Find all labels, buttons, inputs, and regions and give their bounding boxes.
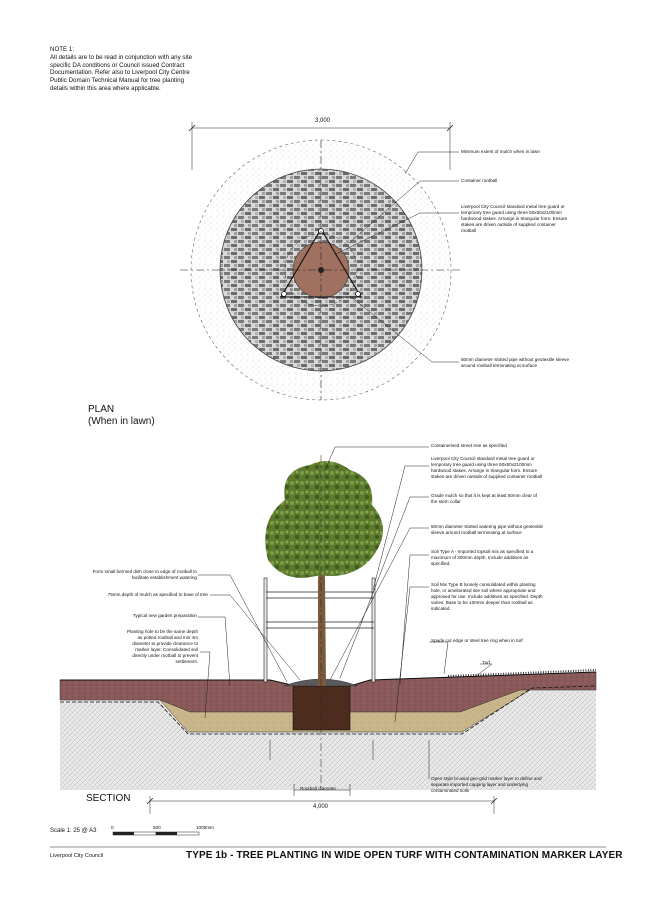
council-name: Liverpool City Council bbox=[50, 853, 104, 859]
plan-callout-tree-guard: Liverpool City Council standard metal tr… bbox=[461, 204, 568, 233]
section-callout-turf: Turf bbox=[482, 660, 490, 665]
scale-tick-1000: 1000mm bbox=[196, 825, 214, 830]
stake-icon bbox=[355, 291, 361, 297]
tree-canopy bbox=[265, 461, 384, 578]
plan-callout-rootball: Container rootball bbox=[461, 178, 498, 183]
section-callout-spade-edge: Spade cut edge or steel tree ring when i… bbox=[431, 638, 523, 643]
plan-dimension: 3,000 bbox=[315, 118, 331, 124]
stake-icon bbox=[281, 291, 287, 297]
turf bbox=[447, 669, 597, 677]
section-callout-watering-pipe: 50mm diameter slotted watering pipe with… bbox=[431, 524, 544, 535]
scale-tick-0: 0 bbox=[111, 825, 114, 830]
section-view bbox=[50, 446, 606, 848]
soil-mix-b bbox=[159, 689, 531, 733]
contaminated-soil bbox=[60, 688, 596, 790]
section-callout-planting-hole: Planting hole to be the same depth as po… bbox=[127, 629, 198, 664]
scale-tick-500: 500 bbox=[153, 825, 161, 830]
stake bbox=[371, 577, 376, 683]
section-callout-street-tree: Containerised street tree as specified bbox=[431, 443, 507, 448]
stake bbox=[263, 577, 268, 683]
section-callout-soil-b: Soil Mix Type B loosely consolidated wit… bbox=[431, 582, 543, 611]
section-dimension: 4,000 bbox=[313, 804, 329, 810]
geo-grid-marker bbox=[60, 685, 597, 735]
general-note: NOTE 1: All details are to be read in co… bbox=[50, 46, 193, 92]
section-callout-garden-prep: Typical new garden preparation bbox=[132, 613, 197, 618]
section-callout-geo-grid: Open style bi-axial geo-grid marker laye… bbox=[431, 776, 542, 793]
section-callout-mulch-grade: Grade mulch so that it is kept at least … bbox=[431, 493, 537, 504]
scale-label: Scale 1: 25 @ A3 bbox=[50, 828, 97, 834]
rootball bbox=[292, 685, 351, 731]
plan-view bbox=[180, 122, 462, 401]
drawing-title: TYPE 1b - TREE PLANTING IN WIDE OPEN TUR… bbox=[186, 850, 623, 861]
rootball-diameter-label: Rootball diameter bbox=[300, 786, 337, 791]
section-title: SECTION bbox=[86, 793, 131, 804]
section-callout-mulch-depth: 75mm depth of mulch as specified to base… bbox=[107, 592, 208, 597]
section-callout-bermed-dish: Form small bermed dish close to edge of … bbox=[92, 569, 197, 580]
section-callout-soil-a: Soil Type A - Imported topsoil mix as sp… bbox=[431, 549, 534, 566]
plan-callout-slotted-pipe: 50mm diameter slotted pipe without geote… bbox=[461, 357, 570, 368]
section-callout-tree-guard: Liverpool City Council standard metal tr… bbox=[431, 456, 543, 479]
plan-callout-mulch-extent: Minimum extent of mulch when in lawn bbox=[461, 149, 540, 154]
plan-title: PLAN (When in lawn) bbox=[88, 404, 155, 427]
